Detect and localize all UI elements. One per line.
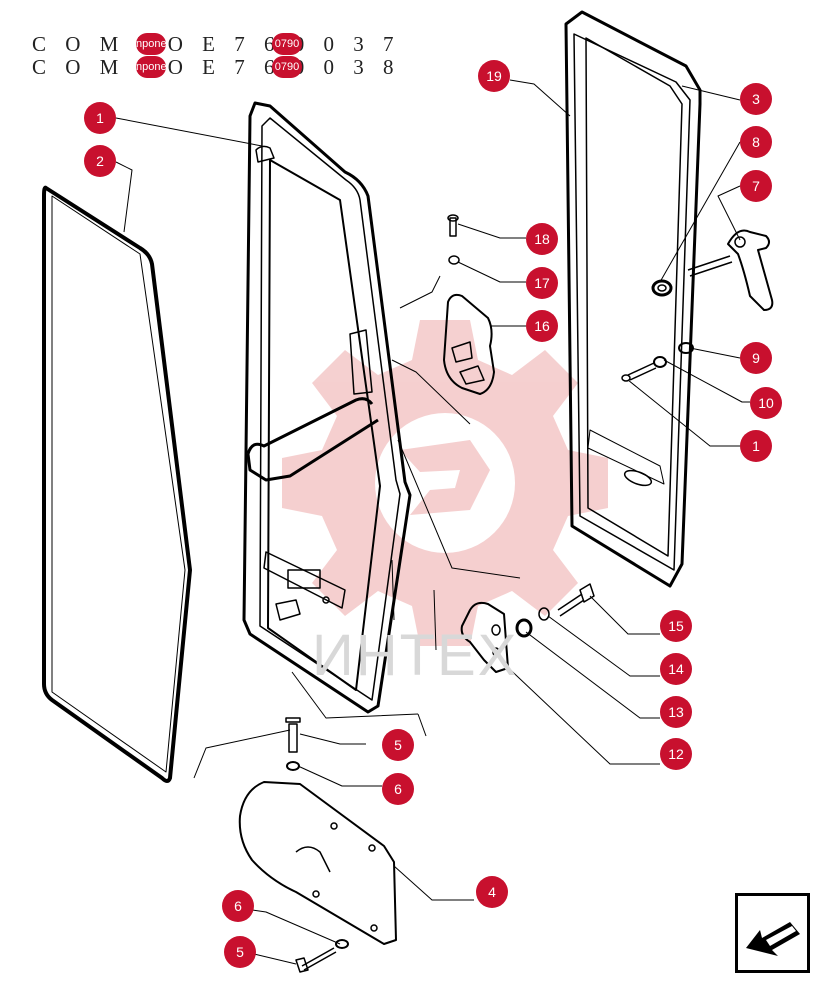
callout-4[interactable]: 4 [476,876,508,908]
watermark-gear [282,320,608,646]
header-line-1-text: C O M P O E 7 6 0 0 3 7 [32,32,401,56]
cover-part-4 [238,717,397,973]
callout-7[interactable]: 7 [740,170,772,202]
washer-part-8 [651,279,673,297]
callout-14[interactable]: 14 [660,653,692,685]
door-frame-part-1 [242,101,412,714]
header-line-2-badge-a: npone [136,56,167,78]
callout-9[interactable]: 9 [740,342,772,374]
handle-part-7 [687,229,774,311]
header-line-2-text: C O M P O E 7 6 0 0 3 8 [32,55,401,79]
leader-lines [115,79,750,965]
header-line-1: C O M P O E 7 6 0 0 3 7 [32,32,401,57]
callout-3[interactable]: 3 [740,83,772,115]
callout-1-alt[interactable]: 1 [740,430,772,462]
callout-19[interactable]: 19 [478,60,510,92]
navigation-arrow-button[interactable] [735,893,810,973]
callout-1[interactable]: 1 [84,102,116,134]
lock-part-12 [460,583,595,673]
callout-10[interactable]: 10 [750,387,782,419]
window-panel-part-19-3 [564,10,702,588]
callout-17[interactable]: 17 [526,267,558,299]
callout-2[interactable]: 2 [84,145,116,177]
striker-part-16 [443,214,495,395]
header-line-2: C O M P O E 7 6 0 0 3 8 [32,55,401,80]
callout-15[interactable]: 15 [660,610,692,642]
header-line-2-badge-b: 0790 [272,56,302,78]
arrow-down-left-icon [746,922,800,956]
callout-13[interactable]: 13 [660,696,692,728]
seal-part-2 [42,185,192,783]
watermark-text: ИНТЕХ [312,623,519,688]
callout-5[interactable]: 5 [382,729,414,761]
callout-16[interactable]: 16 [526,310,558,342]
header-line-1-badge-a: npone [136,33,167,55]
callout-5-alt[interactable]: 5 [224,936,256,968]
callout-12[interactable]: 12 [660,738,692,770]
callout-8[interactable]: 8 [740,126,772,158]
callout-6-alt[interactable]: 6 [222,890,254,922]
callout-6[interactable]: 6 [382,773,414,805]
callout-18[interactable]: 18 [526,223,558,255]
small-screws-part-9-10 [621,342,694,382]
header-line-1-badge-b: 0790 [272,33,302,55]
